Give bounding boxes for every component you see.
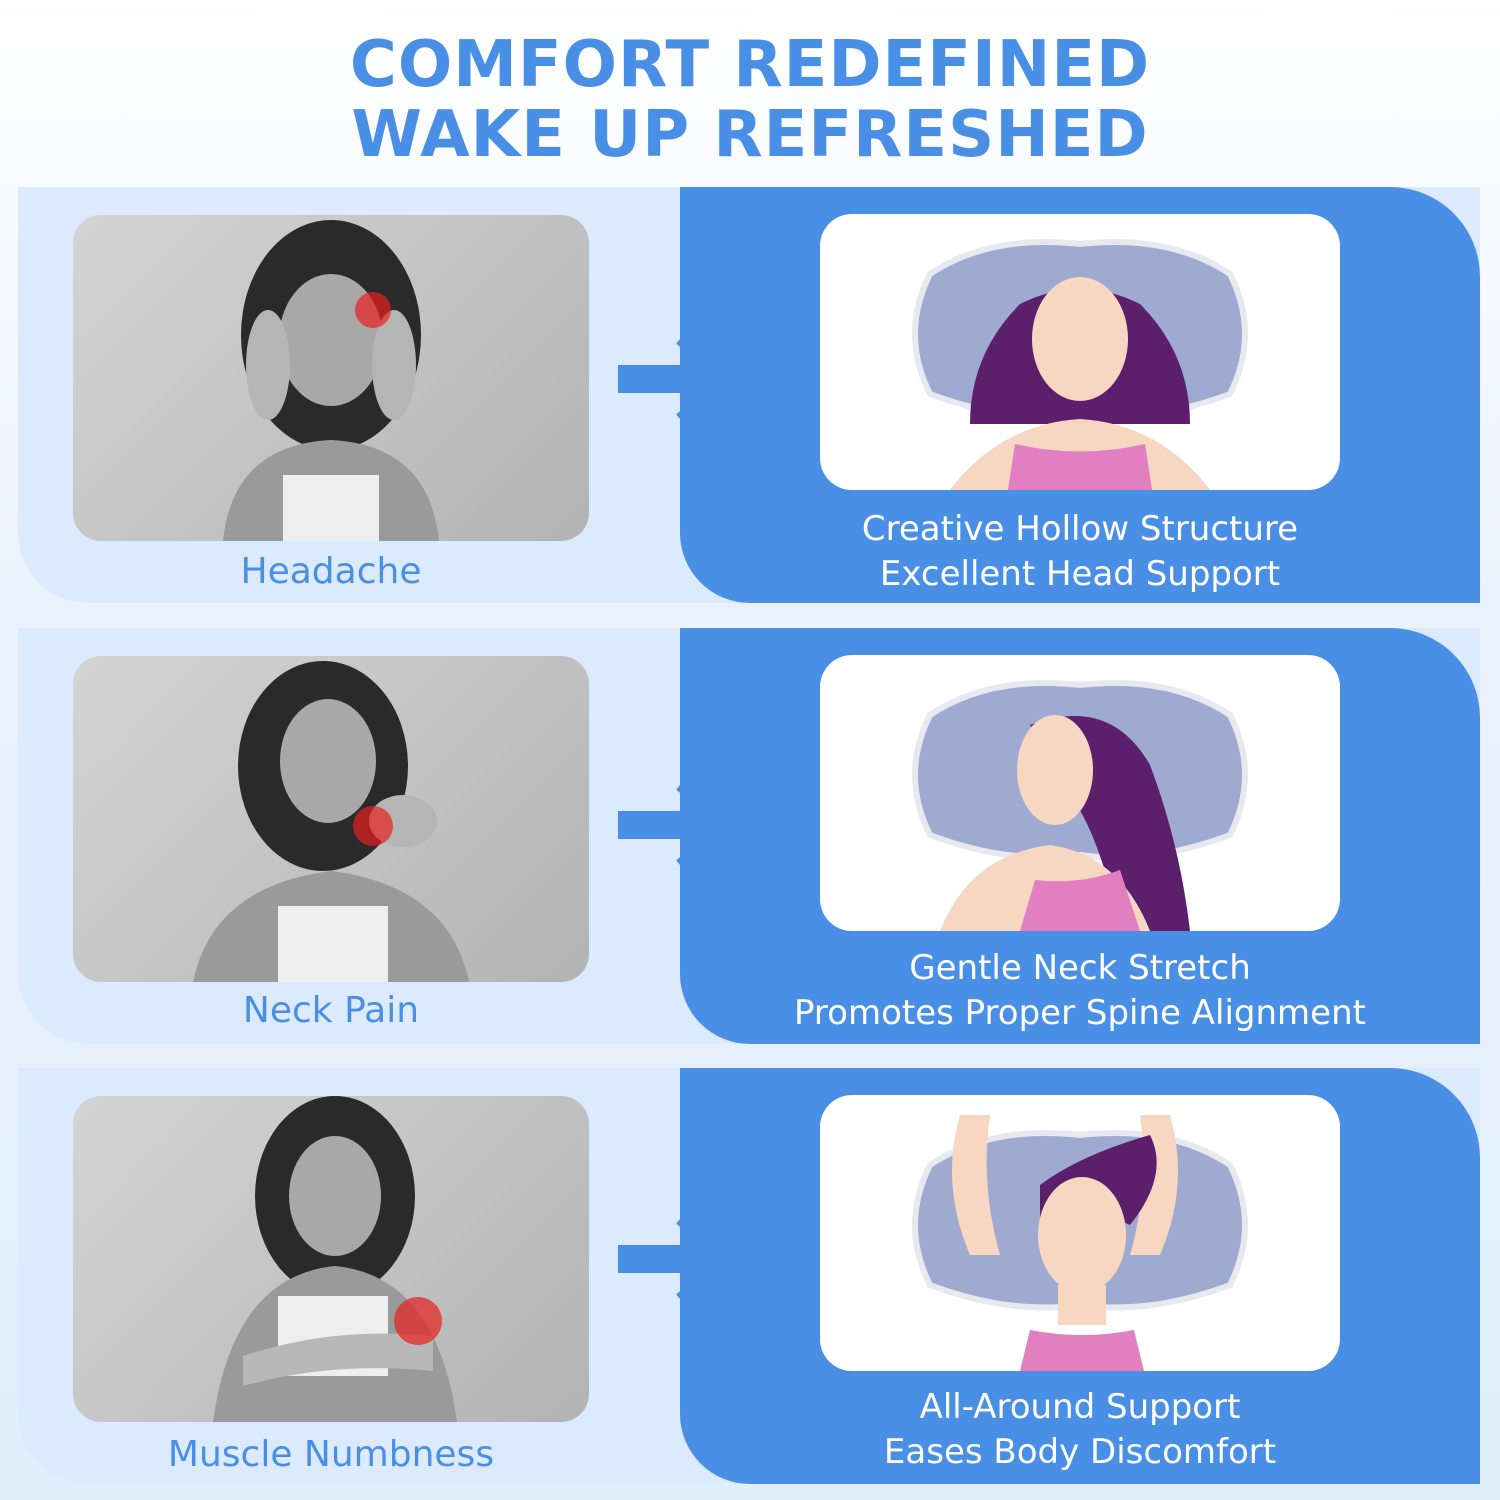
comparison-row-headache: Headache Creative Hollow Structure Excel… — [18, 187, 1480, 603]
benefit-text-2: Gentle Neck Stretch Promotes Proper Spin… — [680, 946, 1480, 1036]
problem-label-headache: Headache — [240, 551, 422, 592]
pillow-illustration-arms-up — [820, 1095, 1340, 1371]
benefit-text-1: Creative Hollow Structure Excellent Head… — [680, 507, 1480, 597]
pillow-illustration-back — [820, 214, 1340, 490]
benefit-line-1: Creative Hollow Structure — [861, 509, 1299, 549]
benefit-line-1: All-Around Support — [919, 1387, 1241, 1427]
neck-pain-photo — [73, 656, 589, 982]
benefit-line-2: Promotes Proper Spine Alignment — [794, 993, 1366, 1033]
comparison-row-neck-pain: Neck Pain Gentle Neck Stretch Promotes P… — [18, 628, 1480, 1044]
benefit-line-2: Excellent Head Support — [879, 554, 1281, 594]
problem-label-neck-pain: Neck Pain — [242, 990, 420, 1031]
comparison-row-muscle-numbness: Muscle Numbness All-Around Support Eases… — [18, 1068, 1480, 1484]
headline-line-2: WAKE UP REFRESHED — [351, 98, 1149, 172]
headline: COMFORT REDEFINED WAKE UP REFRESHED — [0, 30, 1500, 170]
arrow-right-icon — [618, 334, 738, 424]
benefit-line-2: Eases Body Discomfort — [883, 1432, 1277, 1472]
muscle-numbness-photo — [73, 1096, 589, 1422]
headline-line-1: COMFORT REDEFINED — [349, 28, 1151, 102]
pillow-illustration-side — [820, 655, 1340, 931]
problem-label-muscle-numbness: Muscle Numbness — [167, 1434, 495, 1475]
arrow-right-icon — [618, 1214, 738, 1304]
benefit-text-3: All-Around Support Eases Body Discomfort — [680, 1385, 1480, 1475]
benefit-line-1: Gentle Neck Stretch — [909, 948, 1251, 988]
headache-photo — [73, 215, 589, 541]
arrow-right-icon — [618, 780, 738, 870]
